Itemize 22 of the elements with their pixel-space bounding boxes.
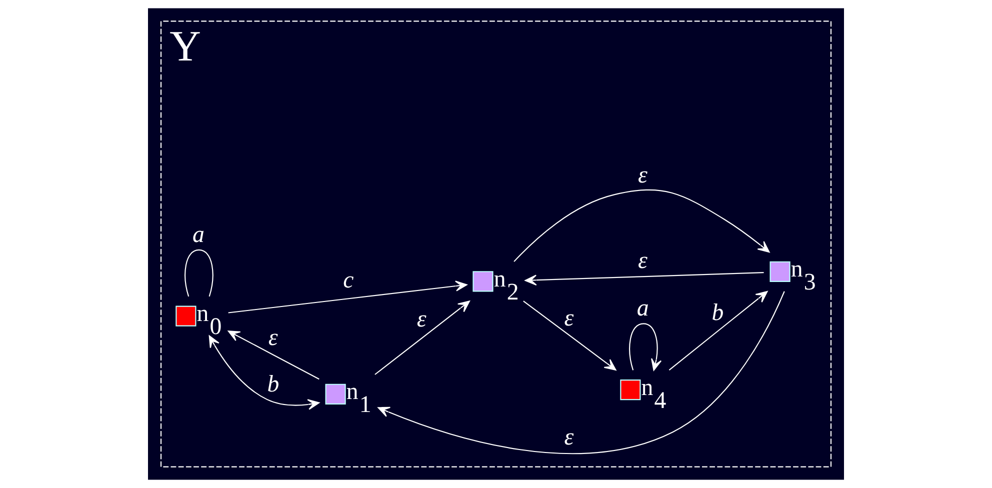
connector [184,249,214,297]
edge-label: ε [564,305,574,332]
arrow [668,290,768,370]
arrow [228,280,468,314]
arrow [378,291,785,454]
arrow [208,335,320,410]
edge-label: b [267,372,280,398]
edge-label: a [636,296,649,322]
arrow [374,300,470,375]
edge-label: ε [268,324,278,351]
arrow [524,272,764,286]
edge-label: b [712,300,724,326]
edge-label: ε [638,248,648,274]
edge-label: c [343,267,354,294]
arrow [228,330,320,380]
edge-label: a [192,222,204,248]
arrow [629,323,662,371]
edge-label: ε [564,424,574,451]
edge-label: ε [416,306,426,332]
arrow [523,300,616,370]
arrow [514,189,770,262]
edge-label: ε [638,162,648,188]
